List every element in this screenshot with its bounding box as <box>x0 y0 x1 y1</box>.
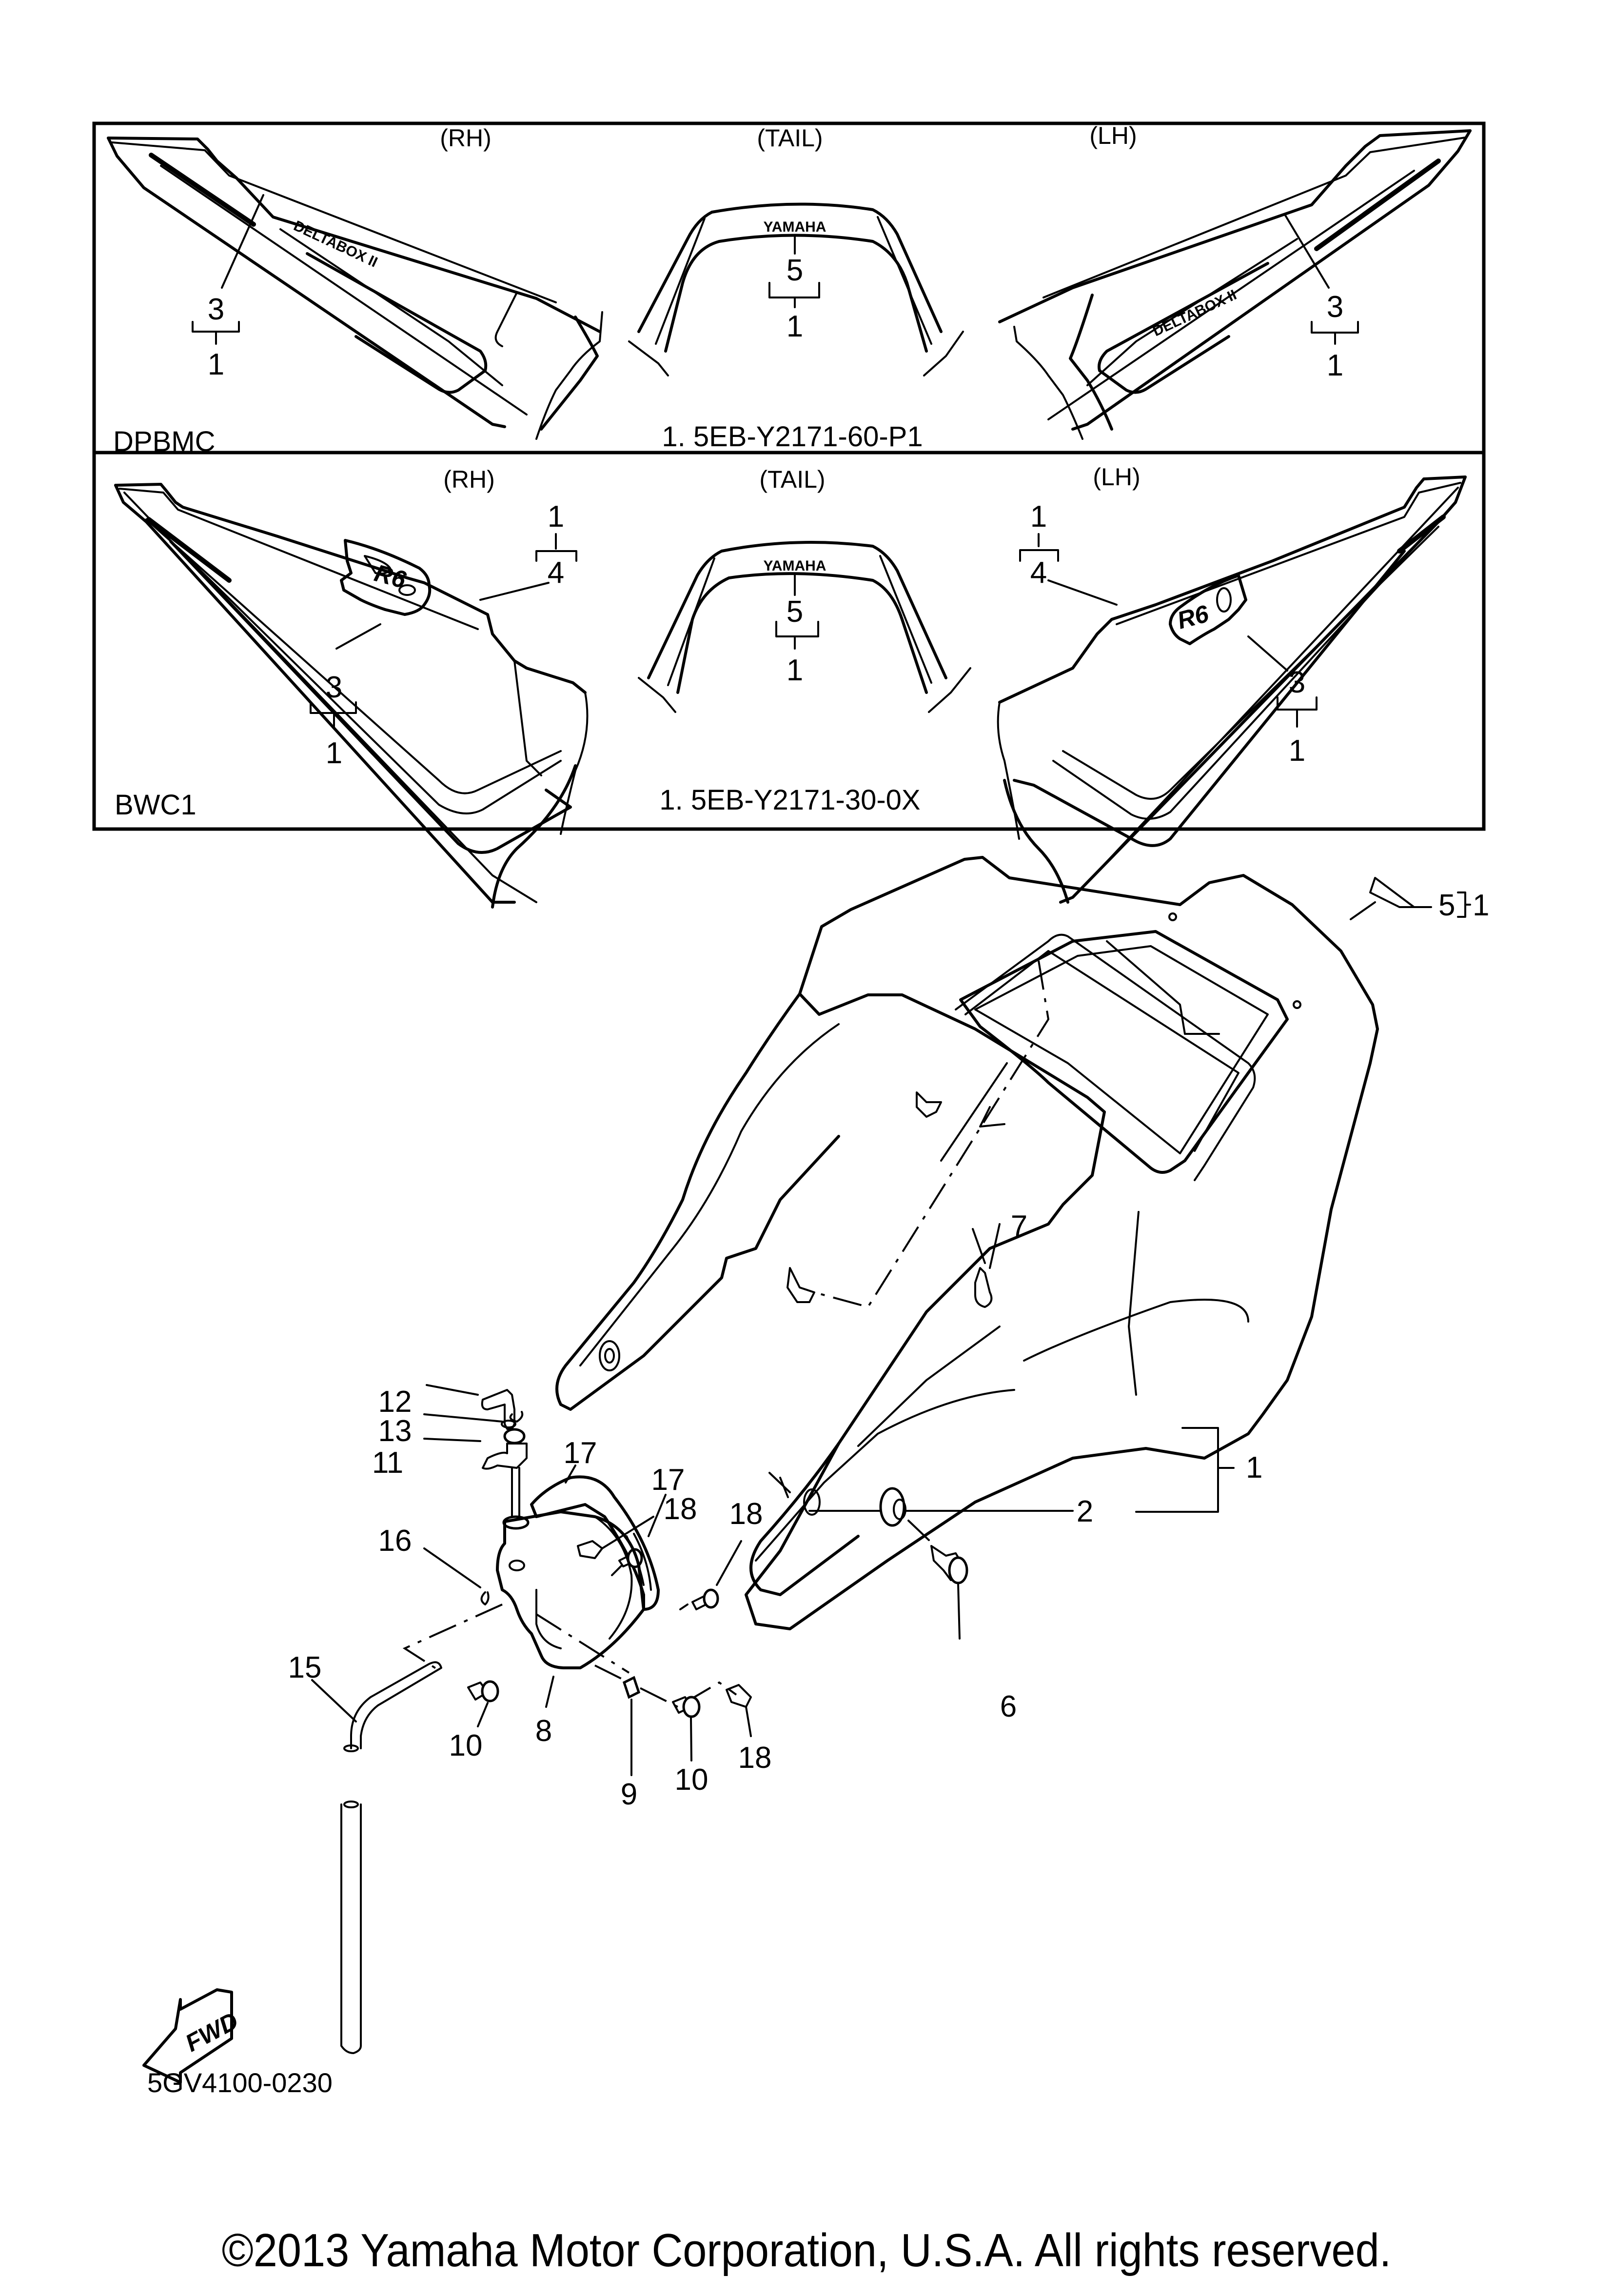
callout-8: 8 <box>535 1714 552 1748</box>
rh-r6-decal <box>114 483 589 909</box>
assembly-line-right <box>594 1664 737 1708</box>
panel-dpbmc: (RH) (TAIL) (LH) DELTABOX II 3 1 <box>107 122 1472 457</box>
callout-10-right: 10 <box>675 1763 708 1797</box>
callout-rh-3-1: 3 1 <box>192 194 264 381</box>
svg-text:1: 1 <box>787 310 803 343</box>
svg-text:3: 3 <box>326 671 342 704</box>
svg-text:1: 1 <box>1327 349 1343 382</box>
rh-side-decal <box>107 137 603 440</box>
view-label-rh: (RH) <box>443 466 495 493</box>
callout-lh-4-1: 1 4 <box>1019 500 1118 606</box>
view-label-tail: (TAIL) <box>759 466 825 493</box>
callout-2: 2 <box>1077 1495 1093 1528</box>
deltabox-decal-text-lh: DELTABOX II <box>1150 287 1239 339</box>
callout-14: 15 <box>288 1651 322 1684</box>
hose-part-14 <box>311 1661 442 2054</box>
bolt-part-10-left <box>467 1680 499 1727</box>
svg-text:1: 1 <box>548 500 564 534</box>
callout-9: 9 <box>621 1778 637 1811</box>
view-label-tail: (TAIL) <box>757 124 823 152</box>
assembly-part-number-p1: 1. 5EB-Y2171-60-P1 <box>662 421 923 453</box>
callout-rh-3-1: 3 1 <box>310 623 381 770</box>
svg-text:1: 1 <box>208 348 224 381</box>
svg-text:5: 5 <box>787 254 803 287</box>
cover-part-16 <box>530 1465 660 1611</box>
assembly-line-center <box>535 1613 630 1674</box>
callout-tail-5-1: 5 1 <box>768 236 820 343</box>
svg-text:1: 1 <box>1473 889 1489 922</box>
svg-text:1: 1 <box>1289 734 1305 768</box>
callout-11: 11 <box>372 1446 403 1480</box>
svg-text:4: 4 <box>1030 556 1047 590</box>
cap-part-11 <box>423 1428 528 1470</box>
clip-part-15 <box>423 1547 490 1605</box>
callout-rh-4-1: 1 4 <box>479 500 577 601</box>
svg-text:5: 5 <box>1438 889 1455 922</box>
callout-lh-3-1: 3 1 <box>1284 214 1359 382</box>
callout-12: 12 <box>378 1385 412 1419</box>
color-code-bwc1: BWC1 <box>115 789 197 821</box>
callout-7: 7 <box>1011 1209 1027 1243</box>
assembly-part-number-p2: 1. 5EB-Y2171-30-0X <box>659 784 920 816</box>
collar-part-9 <box>622 1676 641 1776</box>
svg-text:4: 4 <box>548 556 564 590</box>
svg-text:1: 1 <box>787 653 803 687</box>
callout-18-upper: 18 <box>664 1492 697 1526</box>
view-label-rh: (RH) <box>440 124 492 152</box>
r6-decal-text-lh: R6 <box>1174 600 1212 634</box>
nut-part-18-lower <box>726 1684 752 1737</box>
callout-10-left: 10 <box>449 1729 483 1762</box>
callout-16: 17 <box>564 1436 597 1470</box>
lh-r6-decal <box>997 475 1467 904</box>
tail-emblem-part-5 <box>1350 877 1432 920</box>
nut-part-18-upper <box>577 1516 654 1559</box>
panel-bwc1: (RH) (TAIL) (LH) R6 1 4 <box>114 463 1467 909</box>
callout-5-1-main: 5 1 <box>1438 889 1489 922</box>
elbow-joint-part-12 <box>426 1384 515 1430</box>
view-label-lh: (LH) <box>1089 122 1137 149</box>
variant-frame <box>92 121 1486 831</box>
callout-17-lower: 18 <box>729 1497 763 1531</box>
svg-text:5: 5 <box>787 595 803 629</box>
bolt-part-10-right <box>672 1696 701 1762</box>
callout-tail-5-1: 5 1 <box>775 574 819 687</box>
svg-text:3: 3 <box>1289 666 1305 699</box>
grommet-part-2 <box>768 1472 906 1527</box>
svg-text:3: 3 <box>1327 290 1343 324</box>
color-code-dpbmc: DPBMC <box>113 426 215 457</box>
bolt-part-6 <box>907 1520 968 1640</box>
clip-part-13 <box>423 1411 524 1428</box>
callout-1-2-bracket <box>808 1427 1235 1513</box>
fwd-label: FWD <box>181 2007 243 2057</box>
svg-text:3: 3 <box>208 293 224 326</box>
view-label-lh: (LH) <box>1093 463 1140 491</box>
svg-text:1: 1 <box>326 736 342 770</box>
callout-18-lower: 18 <box>738 1741 772 1775</box>
svg-text:1: 1 <box>1030 500 1047 534</box>
callout-13: 13 <box>378 1414 412 1448</box>
callout-17-upper: 17 <box>651 1463 685 1497</box>
tail-cowling <box>555 856 1379 1630</box>
callout-1: 1 <box>1246 1451 1262 1484</box>
tail-decal <box>638 541 971 713</box>
callout-6: 6 <box>1000 1690 1017 1723</box>
callout-lh-3-1: 3 1 <box>1247 635 1318 768</box>
callout-15: 16 <box>378 1524 412 1558</box>
tank-part-8 <box>496 1510 645 1708</box>
screw-part-17-lower <box>679 1540 742 1610</box>
yamaha-decal-text-p2: YAMAHA <box>764 558 826 574</box>
lh-side-decal <box>998 129 1472 440</box>
tail-decal <box>628 202 964 376</box>
copyright-notice: ©2013 Yamaha Motor Corporation, U.S.A. A… <box>221 2224 1392 2276</box>
figure-code: 5GV4100-0230 <box>147 2067 333 2098</box>
assembly-line-left <box>402 1603 503 1671</box>
yamaha-decal-text-p1: YAMAHA <box>764 219 826 235</box>
fastener-part-7 <box>972 1223 1001 1308</box>
